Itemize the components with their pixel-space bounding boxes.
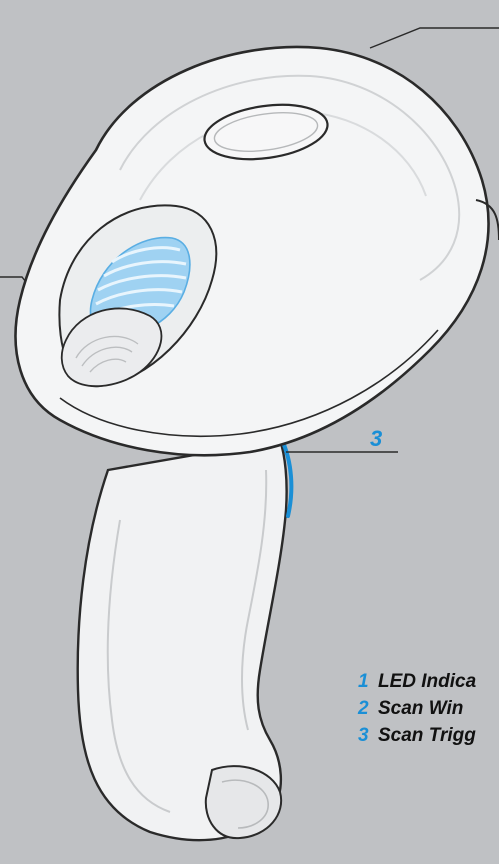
legend-number: 3 [358, 722, 378, 749]
legend-number: 1 [358, 668, 378, 695]
leader-line-led [370, 28, 499, 48]
legend-label: Scan Win [378, 698, 463, 719]
legend-label: Scan Trigg [378, 725, 476, 746]
trigger-callout: 3 [370, 426, 382, 452]
legend-label: LED Indica [378, 671, 476, 692]
legend-number: 2 [358, 695, 378, 722]
callout-number: 3 [370, 426, 382, 451]
